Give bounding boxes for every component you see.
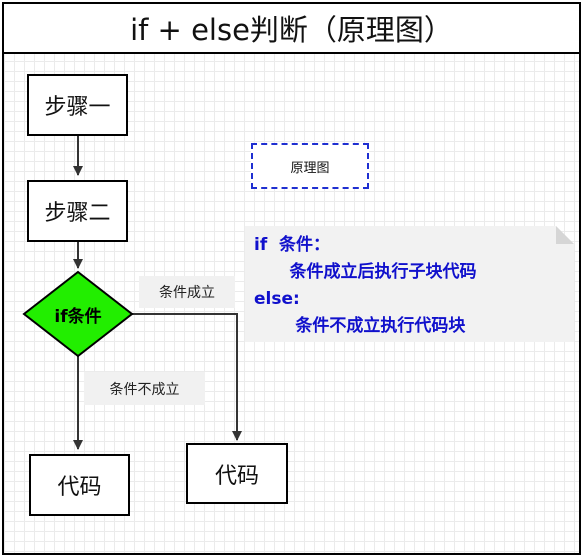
output-false-label: 代码: [57, 475, 102, 500]
note-text: if 条件： 条件成立后执行子块代码 else: 条件不成立执行代码块: [254, 232, 477, 340]
legend-tag-box: 原理图: [251, 143, 369, 189]
branch-true-label: 条件成立: [139, 276, 235, 308]
note-line-false: 条件不成立执行代码块: [254, 316, 466, 336]
decision-diamond: [22, 270, 134, 358]
output-false-box: 代码: [29, 454, 130, 516]
output-true-label: 代码: [214, 463, 259, 489]
branch-false-label: 条件不成立: [84, 372, 205, 405]
diagram-title: if + else判断（原理图）: [4, 4, 579, 54]
step-2-box: 步骤二: [27, 180, 128, 242]
note-line-true: 条件成立后执行子块代码: [254, 262, 477, 282]
note-fold-icon: [556, 226, 574, 244]
legend-tag-label: 原理图: [290, 160, 330, 176]
connector-true-branch: [132, 313, 242, 441]
note-shape: [245, 226, 574, 342]
decision-label: if条件: [54, 306, 102, 327]
output-true-box: 代码: [186, 443, 288, 504]
step-2-label: 步骤二: [44, 201, 111, 226]
step-1-label: 步骤一: [44, 95, 111, 120]
note-line-if: if 条件：: [254, 235, 331, 255]
note-line-else: else:: [254, 289, 300, 309]
step-1-box: 步骤一: [27, 74, 128, 136]
